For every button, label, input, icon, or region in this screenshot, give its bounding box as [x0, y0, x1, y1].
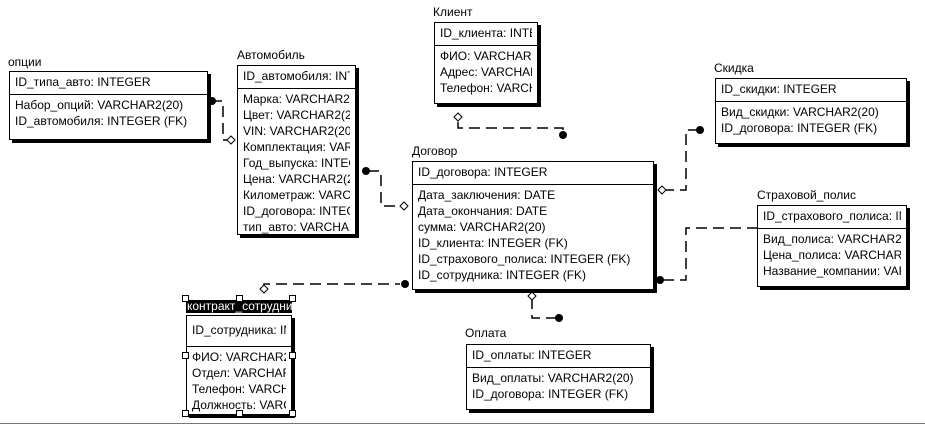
rel-contract-discount — [663, 129, 700, 191]
employee-attr: Телефон: VARCHAR2(20) — [192, 382, 286, 396]
rel-employee-contract — [263, 283, 400, 289]
entity-payment[interactable]: ID_оплаты: INTEGER Вид_оплаты: VARCHAR2(… — [466, 344, 651, 410]
rel-car-contract — [368, 170, 400, 207]
client-pk-attr: ID_клиента: INTEGER — [440, 26, 532, 40]
discount-attr-section: Вид_скидки: VARCHAR2(20) ID_договора: IN… — [716, 102, 906, 140]
rel-insurance-contract — [663, 227, 758, 281]
payment-attr: Вид_оплаты: VARCHAR2(20) — [472, 371, 634, 385]
insurance-attr: Название_компании: VARCHAR2(20) — [763, 264, 901, 278]
car-attr: Марка: VARCHAR2(20) — [243, 92, 350, 106]
discount-attr: Вид_скидки: VARCHAR2(20) — [721, 105, 879, 119]
insurance-attr: Вид_полиса: VARCHAR2(20) — [763, 232, 901, 246]
contract-attr: Дата_заключения: DATE — [418, 188, 556, 202]
entity-employee-title: контракт_сотрудника — [186, 300, 292, 313]
employee-attr: Должность: VARCHAR2(20) — [192, 398, 286, 412]
car-attr-section: Марка: VARCHAR2(20) Цвет: VARCHAR2(20) V… — [238, 89, 355, 234]
resize-handle-w[interactable] — [182, 352, 189, 359]
car-attr: Комплектация: VARCHAR2(20) — [243, 140, 350, 154]
car-attr: Километраж: VARCHAR2(20) — [243, 188, 350, 202]
contract-attr-section: Дата_заключения: DATE Дата_окончания: DA… — [413, 185, 653, 287]
contract-attr: сумма: VARCHAR2(20) — [418, 220, 546, 234]
contract-pk-attr: ID_договора: INTEGER — [418, 165, 548, 179]
entity-employee[interactable]: ID_сотрудника: INTEGER ФИО: VARCHAR2(20)… — [186, 315, 292, 415]
entity-options[interactable]: ID_типа_авто: INTEGER Набор_опций: VARCH… — [9, 71, 208, 140]
options-attr-section: Набор_опций: VARCHAR2(20) ID_автомобиля:… — [10, 95, 207, 133]
entity-contract[interactable]: ID_договора: INTEGER Дата_заключения: DA… — [412, 161, 654, 290]
resize-handle-sw[interactable] — [182, 410, 189, 417]
entity-payment-title: Оплата — [465, 326, 507, 340]
insurance-attr-section: Вид_полиса: VARCHAR2(20) Цена_полиса: VA… — [758, 229, 906, 283]
resize-handle-n[interactable] — [236, 295, 243, 302]
employee-attr-section: ФИО: VARCHAR2(20) Отдел: VARCHAR2(20) Те… — [187, 347, 291, 414]
options-pk-attr: ID_типа_авто: INTEGER — [15, 75, 151, 89]
entity-client-title: Клиент — [433, 5, 473, 19]
contract-attr: Дата_окончания: DATE — [418, 204, 548, 218]
insurance-attr: Цена_полиса: VARCHAR2(20) — [763, 248, 901, 262]
client-pk-section: ID_клиента: INTEGER — [435, 23, 537, 46]
rel-contract-payment — [531, 298, 559, 319]
client-attr: Адрес: VARCHAR2(20) — [440, 65, 532, 79]
insurance-pk-attr: ID_страхового_полиса: INTEGER — [763, 209, 901, 223]
resize-handle-e[interactable] — [289, 352, 296, 359]
employee-pk-section: ID_сотрудника: INTEGER — [187, 316, 291, 347]
contract-pk-section: ID_договора: INTEGER — [413, 162, 653, 185]
employee-attr: Отдел: VARCHAR2(20) — [192, 366, 286, 380]
car-pk-attr: ID_автомобиля: INTEGER — [243, 69, 350, 83]
employee-attr: ФИО: VARCHAR2(20) — [192, 350, 286, 364]
car-pk-section: ID_автомобиля: INTEGER — [238, 66, 355, 89]
car-attr: ID_договора: INTEGER — [243, 204, 350, 218]
entity-discount[interactable]: ID_скидки: INTEGER Вид_скидки: VARCHAR2(… — [715, 78, 907, 144]
entity-options-title: опции — [8, 55, 42, 69]
entity-insurance-title: Страховой_полис — [757, 188, 856, 202]
car-attr: Цена: VARCHAR2(20) — [243, 172, 350, 186]
client-attr: Телефон: VARCHAR2(20) — [440, 81, 532, 95]
options-attr: Набор_опций: VARCHAR2(20) — [15, 98, 184, 112]
payment-attr-section: Вид_оплаты: VARCHAR2(20) ID_договора: IN… — [467, 368, 650, 406]
resize-handle-se[interactable] — [289, 410, 296, 417]
contract-attr: ID_клиента: INTEGER (FK) — [418, 236, 568, 250]
discount-attr: ID_договора: INTEGER (FK) — [721, 121, 878, 135]
payment-pk-section: ID_оплаты: INTEGER — [467, 345, 650, 368]
car-attr: тип_авто: VARCHAR2(20) — [243, 220, 350, 234]
car-attr: Год_выпуска: INTEGER — [243, 156, 350, 170]
resize-handle-s[interactable] — [236, 410, 243, 417]
rel-options-car — [211, 100, 232, 141]
canvas-bottom-edge — [0, 423, 925, 424]
contract-attr: ID_сотрудника: INTEGER (FK) — [418, 268, 587, 282]
client-attr-section: ФИО: VARCHAR2(20) Адрес: VARCHAR2(20) Те… — [435, 46, 537, 100]
options-attr: ID_автомобиля: INTEGER (FK) — [15, 114, 188, 128]
entity-car-title: Автомобиль — [237, 48, 305, 62]
payment-pk-attr: ID_оплаты: INTEGER — [472, 348, 592, 362]
car-attr: VIN: VARCHAR2(20) — [243, 124, 350, 138]
entity-car[interactable]: ID_автомобиля: INTEGER Марка: VARCHAR2(2… — [237, 65, 356, 235]
entity-insurance[interactable]: ID_страхового_полиса: INTEGER Вид_полиса… — [757, 205, 907, 287]
employee-pk-attr: ID_сотрудника: INTEGER — [192, 323, 286, 337]
entity-discount-title: Скидка — [714, 61, 754, 75]
payment-attr: ID_договора: INTEGER (FK) — [472, 387, 629, 401]
resize-handle-nw[interactable] — [182, 295, 189, 302]
discount-pk-attr: ID_скидки: INTEGER — [721, 82, 837, 96]
options-pk-section: ID_типа_авто: INTEGER — [10, 72, 207, 95]
entity-client[interactable]: ID_клиента: INTEGER ФИО: VARCHAR2(20) Ад… — [434, 22, 538, 104]
resize-handle-ne[interactable] — [289, 295, 296, 302]
insurance-pk-section: ID_страхового_полиса: INTEGER — [758, 206, 906, 229]
discount-pk-section: ID_скидки: INTEGER — [716, 79, 906, 102]
client-attr: ФИО: VARCHAR2(20) — [440, 49, 532, 63]
contract-attr: ID_страхового_полиса: INTEGER (FK) — [418, 252, 631, 266]
car-attr: Цвет: VARCHAR2(20) — [243, 108, 350, 122]
rel-client-contract — [457, 122, 564, 135]
entity-contract-title: Договор — [412, 144, 458, 158]
